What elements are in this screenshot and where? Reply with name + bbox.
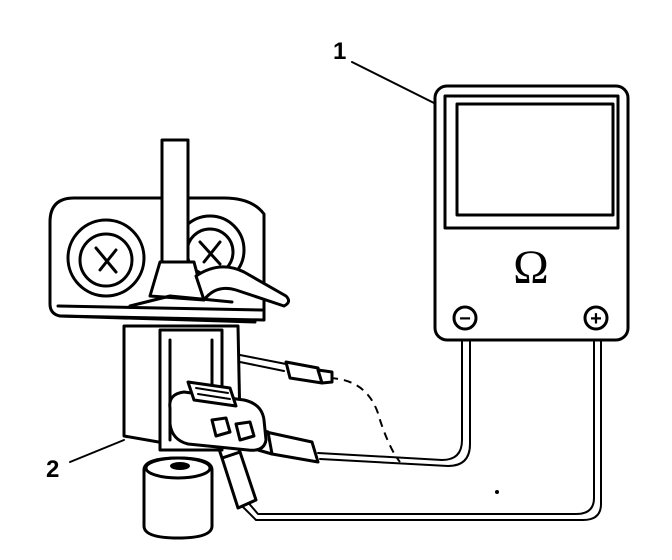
negative-lead-wire	[317, 339, 463, 461]
ohmmeter-display-frame	[443, 94, 620, 230]
sensor-plug-hole	[170, 462, 190, 470]
print-dot	[495, 490, 499, 494]
ohmmeter-icon: Ω − +	[433, 84, 630, 342]
upper-probe-tip	[316, 368, 334, 385]
test-leads	[214, 339, 602, 521]
bracket-ledge	[58, 314, 257, 324]
positive-terminal-label: +	[590, 308, 602, 330]
ohmmeter-body	[433, 84, 630, 342]
connector-terminal-b	[234, 420, 256, 442]
left-bolt-slot	[94, 246, 118, 274]
connector-terminal-a	[210, 416, 232, 438]
positive-terminal-icon	[583, 305, 609, 331]
callout-2-leader	[69, 439, 125, 463]
left-bolt-head	[78, 232, 134, 288]
positive-lead-wire	[245, 339, 595, 515]
hidden-lead-dashed	[329, 377, 401, 463]
negative-probe	[264, 430, 320, 464]
negative-terminal-label: −	[459, 308, 471, 330]
vertical-rod	[160, 138, 190, 272]
positive-lead-wire-2	[239, 339, 602, 521]
connector-latch-ridges	[195, 387, 231, 400]
ohm-symbol: Ω	[513, 241, 549, 294]
negative-terminal-icon	[452, 305, 478, 331]
sensor-assembly	[48, 138, 291, 540]
upper-probe	[284, 360, 324, 385]
sensor-plug-top	[144, 456, 212, 480]
callout-label-1: 1	[333, 38, 347, 65]
upper-probe-wire	[239, 354, 287, 365]
rod-clamp	[148, 260, 206, 302]
upper-probe-wire-2	[239, 361, 285, 372]
mounting-bolt-icon	[66, 218, 146, 298]
right-bolt-slot	[198, 240, 222, 266]
bracket-lower-edge	[56, 304, 264, 312]
callout-label-2: 2	[46, 456, 60, 483]
positive-probe	[220, 450, 258, 510]
ohmmeter-display-screen	[455, 102, 615, 217]
callout-1-leader	[351, 61, 437, 105]
sensor-connector-icon	[168, 380, 268, 452]
clamp-shadow	[128, 294, 234, 308]
curved-cable	[194, 265, 291, 308]
sensor-plug	[142, 456, 214, 540]
negative-lead-wire-2	[319, 339, 471, 467]
